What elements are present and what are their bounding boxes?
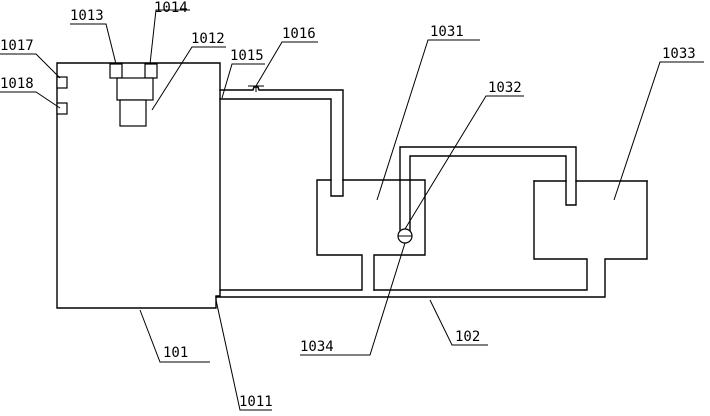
leader-1017	[0, 53, 61, 79]
leader-1014	[149, 9, 190, 65]
leader-1013	[70, 23, 117, 65]
assembly-1012	[116, 77, 154, 127]
leader-102	[429, 299, 488, 346]
label-1014: 1014	[154, 0, 188, 16]
label-1017: 1017	[0, 38, 34, 54]
channel-102-outer	[215, 180, 648, 298]
leader-1018	[0, 91, 61, 109]
leader-1011	[215, 299, 272, 411]
label-1034: 1034	[300, 339, 334, 355]
leader-101	[139, 309, 210, 363]
reference-labels: 101 1011 1012 1013 1014 1015 1016 1017 1…	[0, 0, 696, 410]
leader-1012	[151, 46, 226, 111]
pipe-1015-inner	[219, 98, 344, 197]
tank-1031-left-wall	[219, 179, 363, 291]
leader-lines	[0, 9, 704, 411]
label-1015: 1015	[230, 48, 264, 64]
siphon-pipe-outline	[399, 146, 577, 235]
label-102: 102	[455, 329, 480, 345]
port-1017	[56, 76, 68, 89]
leader-1034	[300, 242, 406, 356]
label-1011: 1011	[239, 394, 273, 410]
tank-1031-right-wall	[342, 179, 426, 291]
tank-1031	[219, 179, 426, 291]
label-1033: 1033	[662, 46, 696, 62]
main-tank-outline	[56, 62, 221, 309]
leader-1033	[613, 61, 704, 201]
leader-1032	[404, 95, 524, 230]
pipe-1015-outer	[219, 86, 344, 181]
leader-1031	[376, 39, 480, 201]
leader-1016	[255, 41, 318, 87]
port-1018	[56, 102, 68, 115]
fitting-1014	[144, 63, 158, 79]
fitting-1013	[109, 63, 123, 79]
label-1031: 1031	[430, 24, 464, 40]
label-1013: 1013	[70, 8, 104, 24]
leader-1015	[221, 63, 265, 99]
siphon-pipe-1032	[399, 146, 577, 235]
main-tank-101	[56, 62, 221, 309]
assembly-upper	[116, 77, 154, 101]
label-1016: 1016	[282, 26, 316, 42]
valve-1016	[248, 85, 264, 92]
pipe-1015	[219, 86, 344, 197]
label-101: 101	[163, 345, 188, 361]
channel-102	[215, 180, 648, 298]
channel-102-inner	[373, 180, 588, 291]
label-1018: 1018	[0, 76, 34, 92]
label-1032: 1032	[488, 80, 522, 96]
assembly-lower	[119, 99, 147, 127]
label-1012: 1012	[191, 31, 225, 47]
